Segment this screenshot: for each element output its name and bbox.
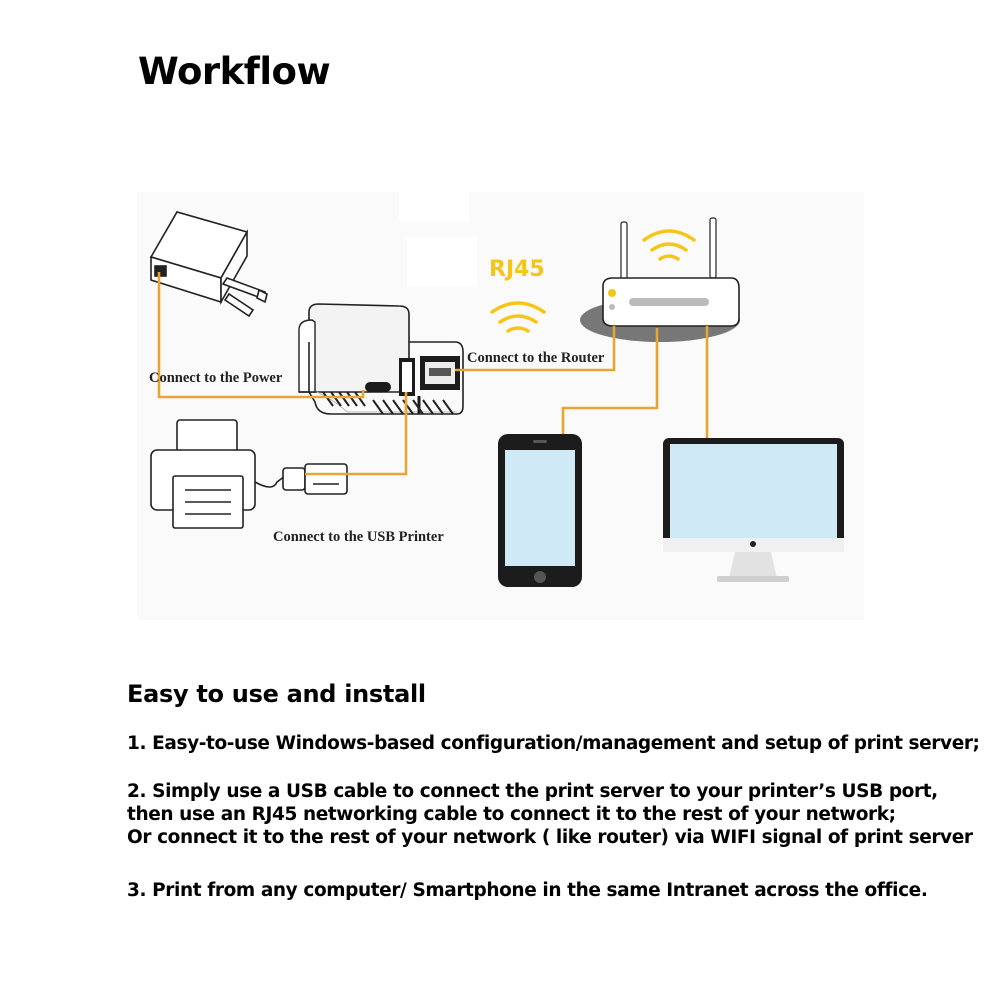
instruction-item-3: 3. Print from any computer/ Smartphone i…	[127, 880, 928, 901]
wifi-icon	[490, 301, 546, 333]
instruction-item-2-line-2: then use an RJ45 networking cable to con…	[127, 804, 896, 825]
section-heading: Easy to use and install	[127, 680, 426, 708]
wifi-icon	[642, 229, 696, 261]
page-title: Workflow	[138, 50, 331, 93]
usb-printer-connection-label: Connect to the USB Printer	[273, 529, 444, 545]
power-connection-label: Connect to the Power	[149, 370, 283, 386]
printer-icon	[150, 419, 348, 529]
router-icon	[580, 217, 740, 342]
instruction-item-2-line-1: 2. Simply use a USB cable to connect the…	[127, 781, 938, 802]
print-server-icon	[298, 303, 464, 415]
power-adapter-icon	[149, 211, 268, 318]
instruction-item-2-line-3: Or connect it to the rest of your networ…	[127, 827, 973, 848]
router-connection-label: Connect to the Router	[467, 350, 605, 366]
cable-lines	[157, 272, 709, 476]
install-section: Easy to use and install 1. Easy-to-use W…	[127, 680, 987, 902]
instruction-item-1: 1. Easy-to-use Windows-based configurati…	[127, 733, 980, 754]
monitor-icon	[663, 438, 844, 582]
workflow-diagram: RJ45 Connect to the Power Connect to the…	[137, 192, 864, 620]
smartphone-icon	[498, 434, 582, 587]
rj45-label: RJ45	[489, 257, 545, 282]
